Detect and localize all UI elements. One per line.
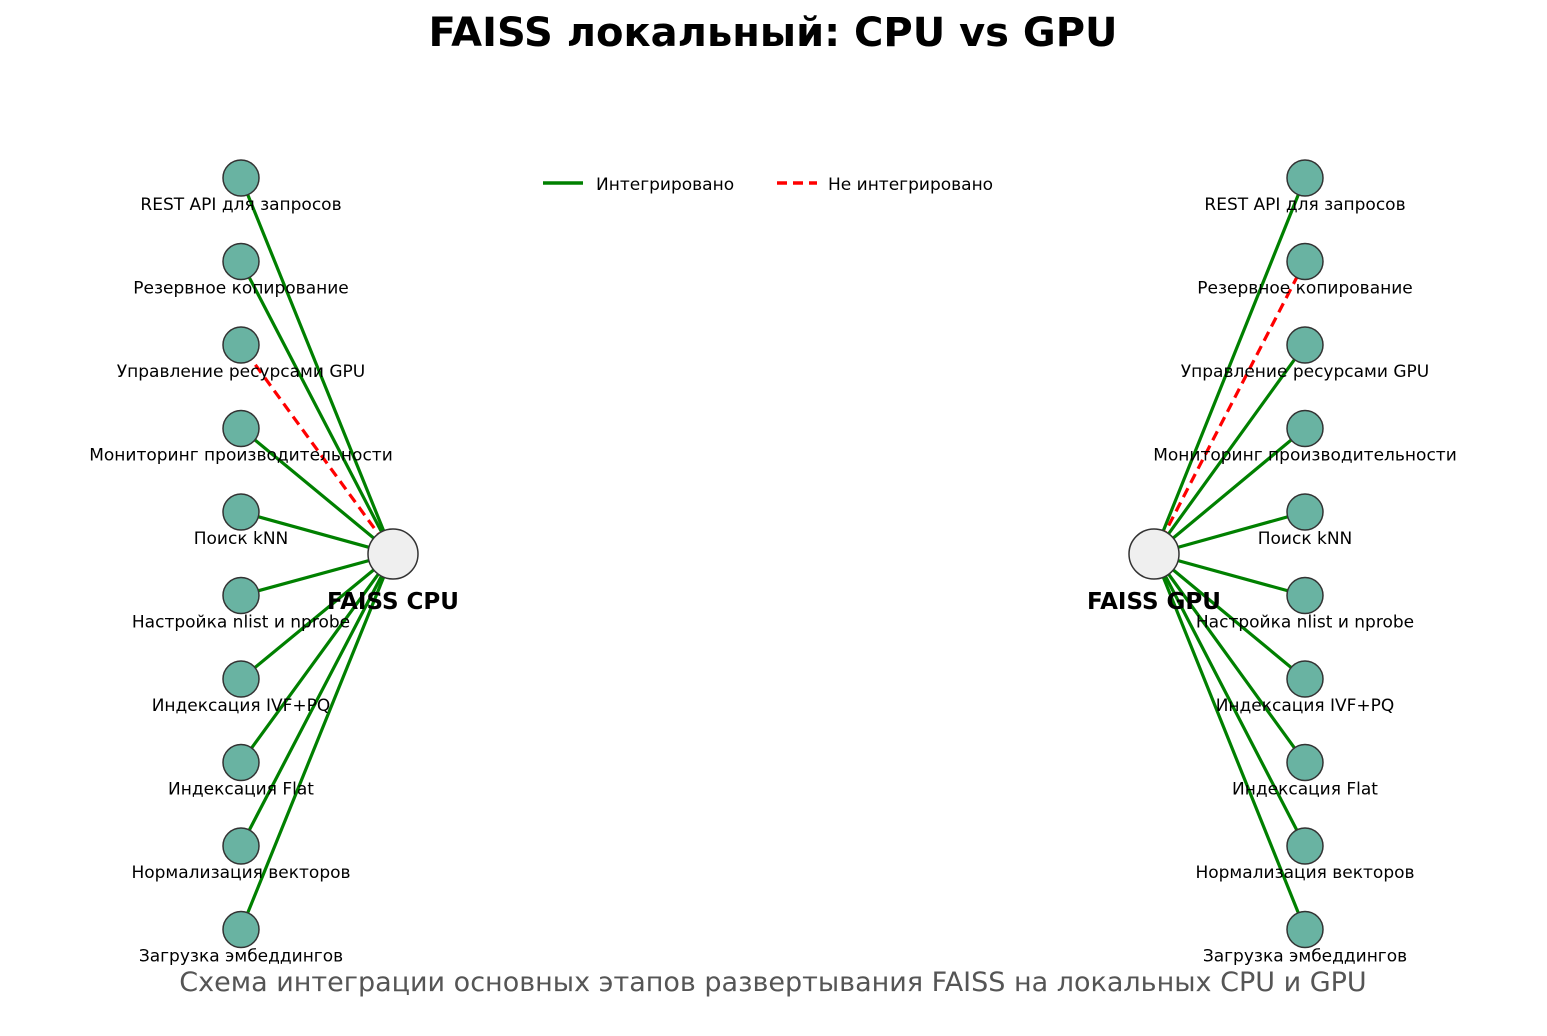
cpu-stage-node-2 bbox=[222, 242, 260, 281]
legend-not-integrated-label: Не интегрировано bbox=[828, 175, 993, 195]
gpu-stage-node-5 bbox=[1286, 493, 1324, 531]
gpu-edge-9 bbox=[1152, 553, 1307, 847]
cpu-edge-4 bbox=[239, 427, 395, 556]
cpu-stage-node-8 bbox=[222, 743, 260, 782]
gpu-stage-node-4 bbox=[1286, 409, 1324, 448]
cpu-stage-label-9: Нормализация векторов bbox=[131, 863, 350, 883]
gpu-edge-4 bbox=[1152, 427, 1307, 556]
diagram-title: FAISS локальный: CPU vs GPU bbox=[428, 10, 1117, 56]
gpu-edge-10 bbox=[1152, 553, 1307, 931]
gpu-stage-label-5: Поиск kNN bbox=[1258, 529, 1353, 549]
cpu-stage-node-7 bbox=[222, 660, 260, 698]
gpu-stage-node-6 bbox=[1286, 576, 1324, 615]
cpu-edge-7 bbox=[239, 552, 395, 681]
gpu-edge-8 bbox=[1152, 553, 1307, 764]
gpu-stage-label-6: Настройка nlist и nprobe bbox=[1196, 613, 1414, 633]
gpu-edge-7 bbox=[1152, 552, 1307, 681]
legend: Интегрировано Не интегрировано bbox=[543, 175, 993, 195]
cpu-stage-label-3: Управление ресурсами GPU bbox=[117, 362, 365, 382]
gpu-hub-node bbox=[1128, 528, 1180, 580]
cpu-edge-10 bbox=[239, 553, 395, 931]
gpu-edge-3 bbox=[1152, 344, 1307, 555]
cpu-stage-label-7: Индексация IVF+PQ bbox=[152, 696, 331, 716]
cpu-stage-node-6 bbox=[222, 576, 260, 615]
cpu-edge-3 bbox=[239, 344, 395, 555]
gpu-hub-label: FAISS GPU bbox=[1087, 589, 1221, 615]
gpu-stage-label-2: Резервное копирование bbox=[1197, 279, 1412, 299]
cpu-stage-label-1: REST API для запросов bbox=[140, 195, 341, 215]
gpu-stage-label-8: Индексация Flat bbox=[1232, 780, 1378, 800]
gpu-stage-node-10 bbox=[1286, 910, 1324, 949]
gpu-stage-node-3 bbox=[1286, 326, 1324, 364]
cpu-stage-label-5: Поиск kNN bbox=[194, 529, 289, 549]
cpu-hub-node bbox=[367, 528, 419, 580]
edges bbox=[239, 177, 1307, 931]
gpu-stage-node-7 bbox=[1286, 660, 1324, 698]
cpu-stage-node-3 bbox=[222, 326, 260, 364]
legend-integrated-label: Интегрировано bbox=[596, 175, 734, 195]
gpu-stage-label-10: Загрузка эмбеддингов bbox=[1203, 947, 1407, 967]
cpu-stage-node-1 bbox=[222, 159, 260, 197]
cpu-hub-label: FAISS CPU bbox=[327, 589, 459, 615]
gpu-stage-label-9: Нормализация векторов bbox=[1195, 863, 1414, 883]
stage-nodes bbox=[222, 159, 1324, 949]
cpu-edge-9 bbox=[239, 553, 395, 847]
cpu-edge-8 bbox=[239, 553, 395, 764]
cpu-edge-5 bbox=[240, 510, 394, 556]
gpu-edge-6 bbox=[1153, 552, 1306, 598]
gpu-stage-label-1: REST API для запросов bbox=[1204, 195, 1405, 215]
gpu-stage-label-3: Управление ресурсами GPU bbox=[1181, 362, 1429, 382]
diagram-subtitle: Схема интеграции основных этапов разверт… bbox=[179, 967, 1366, 998]
cpu-stage-node-5 bbox=[222, 493, 260, 531]
cpu-stage-node-10 bbox=[222, 910, 260, 949]
cpu-stage-label-8: Индексация Flat bbox=[168, 780, 314, 800]
cpu-edge-1 bbox=[239, 177, 395, 555]
gpu-stage-node-9 bbox=[1286, 827, 1324, 865]
cpu-edge-2 bbox=[239, 260, 395, 555]
cpu-stage-label-2: Резервное копирование bbox=[133, 279, 348, 299]
cpu-edge-6 bbox=[240, 552, 394, 598]
cpu-stage-node-4 bbox=[222, 409, 260, 448]
gpu-stage-node-2 bbox=[1286, 242, 1324, 281]
hub-nodes bbox=[367, 528, 1180, 580]
gpu-stage-node-1 bbox=[1286, 159, 1324, 197]
cpu-stage-node-9 bbox=[222, 827, 260, 865]
gpu-edge-1 bbox=[1152, 177, 1307, 555]
gpu-edge-2 bbox=[1152, 260, 1307, 555]
cpu-stage-label-4: Мониторинг производительности bbox=[89, 446, 393, 466]
gpu-stage-node-8 bbox=[1286, 743, 1324, 782]
gpu-edge-5 bbox=[1153, 510, 1306, 556]
gpu-stage-label-4: Мониторинг производительности bbox=[1153, 446, 1457, 466]
gpu-stage-label-7: Индексация IVF+PQ bbox=[1216, 696, 1395, 716]
cpu-stage-label-10: Загрузка эмбеддингов bbox=[139, 947, 343, 967]
cpu-stage-label-6: Настройка nlist и nprobe bbox=[132, 613, 350, 633]
